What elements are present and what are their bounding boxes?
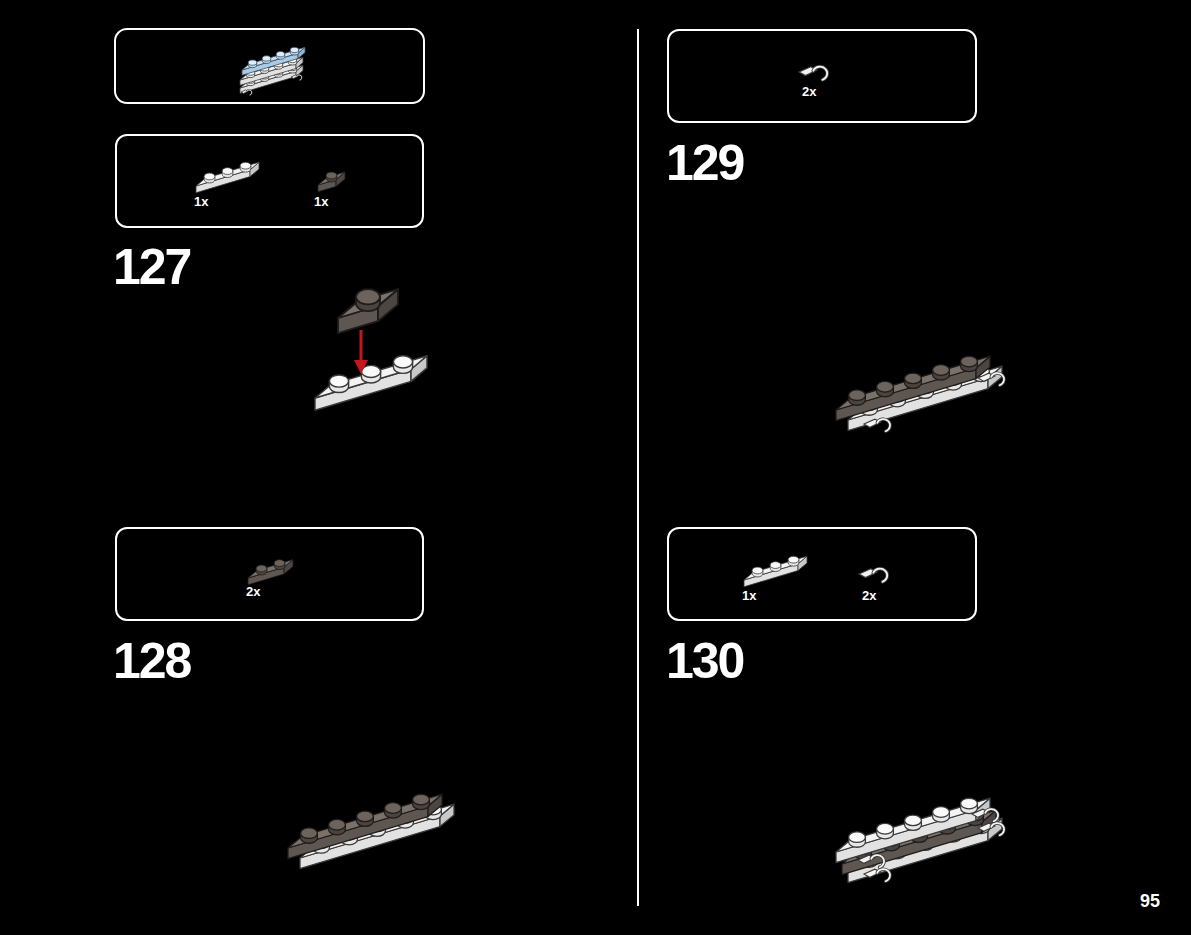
brick-part [274, 560, 285, 567]
brick-part [873, 569, 887, 582]
brick-part [877, 823, 894, 834]
brick-part [288, 794, 442, 848]
brick-part [871, 855, 884, 867]
brick-part [877, 869, 890, 881]
brick-part [256, 565, 267, 572]
brick-part [357, 811, 374, 822]
brick-part [326, 172, 337, 179]
step-number: 128 [113, 636, 190, 686]
part-count: 2x [246, 585, 260, 598]
brick-part [242, 47, 305, 70]
brick-part [385, 803, 402, 814]
brick-part [985, 809, 998, 821]
brick-part [788, 556, 799, 563]
brick-part [991, 823, 1004, 835]
brick-part [836, 810, 976, 863]
brick-part [961, 798, 978, 809]
brick-part [836, 356, 990, 410]
brick-part [301, 828, 318, 839]
brick-part [836, 368, 976, 421]
part-count: 2x [802, 85, 816, 98]
brick-part [905, 373, 922, 384]
brick-part [290, 47, 298, 52]
brick-part [877, 419, 890, 431]
step-number: 129 [666, 138, 743, 188]
brick-part [329, 819, 346, 830]
brick-part [991, 823, 1004, 835]
brick-part [288, 806, 428, 859]
brick-part [276, 52, 284, 57]
brick-part [204, 173, 215, 180]
brick-part [196, 162, 259, 186]
part-count: 2x [862, 589, 876, 602]
submodel-box [115, 29, 424, 103]
parts-box: 2x [667, 29, 977, 123]
brick-part [871, 855, 884, 867]
brick-part [297, 75, 302, 80]
brick-part [315, 356, 427, 398]
brick-part [413, 794, 430, 805]
brick-part [356, 289, 380, 304]
brick-part [961, 356, 978, 367]
brick-part [297, 75, 302, 80]
parts-box: 1x 1x [115, 134, 424, 228]
brick-part [877, 419, 890, 431]
brick-part [873, 569, 887, 582]
brick-part [905, 815, 922, 826]
brick-part [991, 373, 1004, 385]
brick-part [985, 809, 998, 821]
brick-part [991, 373, 1004, 385]
brick-part [877, 381, 894, 392]
brick-part [247, 90, 252, 95]
brick-part [393, 356, 412, 368]
brick-part [933, 807, 950, 818]
divider [637, 29, 639, 906]
part-count: 1x [194, 195, 208, 208]
brick-part [248, 60, 256, 65]
brick-part [770, 562, 781, 569]
brick-part [338, 289, 398, 318]
brick-part [329, 375, 348, 387]
arrow-line [360, 330, 363, 362]
brick-part [849, 832, 866, 843]
brick-part [933, 365, 950, 376]
brick-part [744, 556, 807, 580]
brick-part [813, 67, 827, 80]
parts-box: 1x 2x [667, 527, 977, 621]
page-number: 95 [1140, 892, 1160, 910]
brick-part [752, 567, 763, 574]
arrow-head [354, 360, 368, 374]
brick-part [877, 869, 890, 881]
part-count: 1x [742, 589, 756, 602]
brick-part [318, 172, 345, 185]
brick-part [240, 162, 251, 169]
brick-part [248, 560, 293, 578]
brick-part [247, 90, 252, 95]
step-number: 127 [113, 242, 190, 292]
brick-part [262, 56, 270, 61]
brick-part [242, 53, 298, 75]
brick-part [836, 798, 990, 852]
brick-part [222, 168, 233, 175]
step-number: 130 [666, 636, 743, 686]
part-count: 1x [314, 195, 328, 208]
parts-box: 2x [115, 527, 424, 621]
brick-drawings [196, 47, 1004, 882]
brick-part [813, 67, 827, 80]
brick-part [849, 390, 866, 401]
